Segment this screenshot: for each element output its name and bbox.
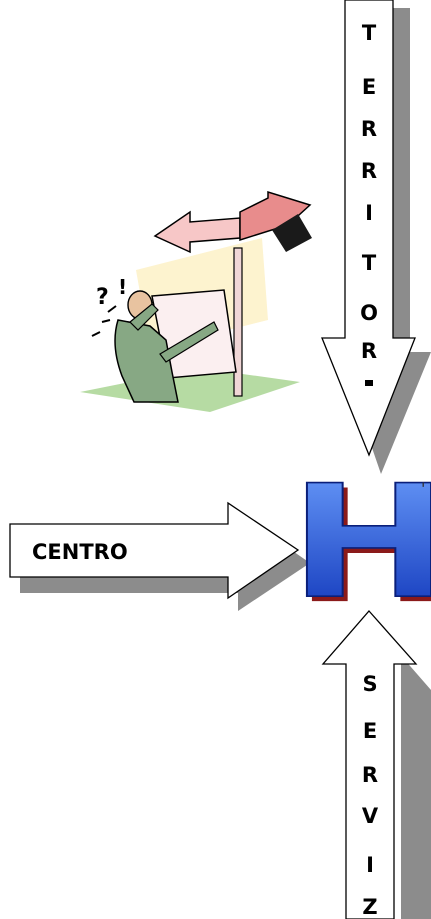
bottom-arrow-letter: R	[362, 763, 378, 787]
top-arrow-letter: R	[361, 159, 377, 183]
svg-text:?: ?	[96, 285, 109, 310]
top-arrow-letter: T	[362, 251, 377, 275]
top-arrow-letter: R	[361, 339, 377, 363]
left-arrow-label: CENTRO	[32, 540, 128, 564]
confused-person-signpost-icon: ? !	[80, 192, 312, 412]
svg-text:!: !	[118, 275, 127, 299]
bottom-arrow-letter: S	[362, 672, 377, 696]
top-arrow-letter: R	[361, 117, 377, 141]
left-arrow: CENTRO	[10, 503, 310, 611]
top-arrow-letter: T	[362, 21, 377, 45]
bottom-arrow-letter: E	[363, 719, 377, 743]
bottom-arrow-letter: V	[362, 804, 379, 828]
hub-h-logo: H H	[289, 452, 431, 638]
top-arrow: T E R R I T O R	[322, 0, 431, 474]
top-arrow-letter: E	[362, 75, 376, 99]
apostrophe-mark: '	[421, 479, 425, 498]
top-arrow-clipped-letter	[365, 380, 373, 386]
bottom-arrow: S E R V I Z	[323, 611, 431, 919]
bottom-arrow-letter: Z	[362, 895, 377, 919]
bottom-arrow-letter: I	[366, 853, 374, 877]
top-arrow-letter: O	[360, 301, 378, 325]
top-arrow-letter: I	[365, 201, 373, 225]
hub-h-letter: H	[289, 452, 431, 633]
